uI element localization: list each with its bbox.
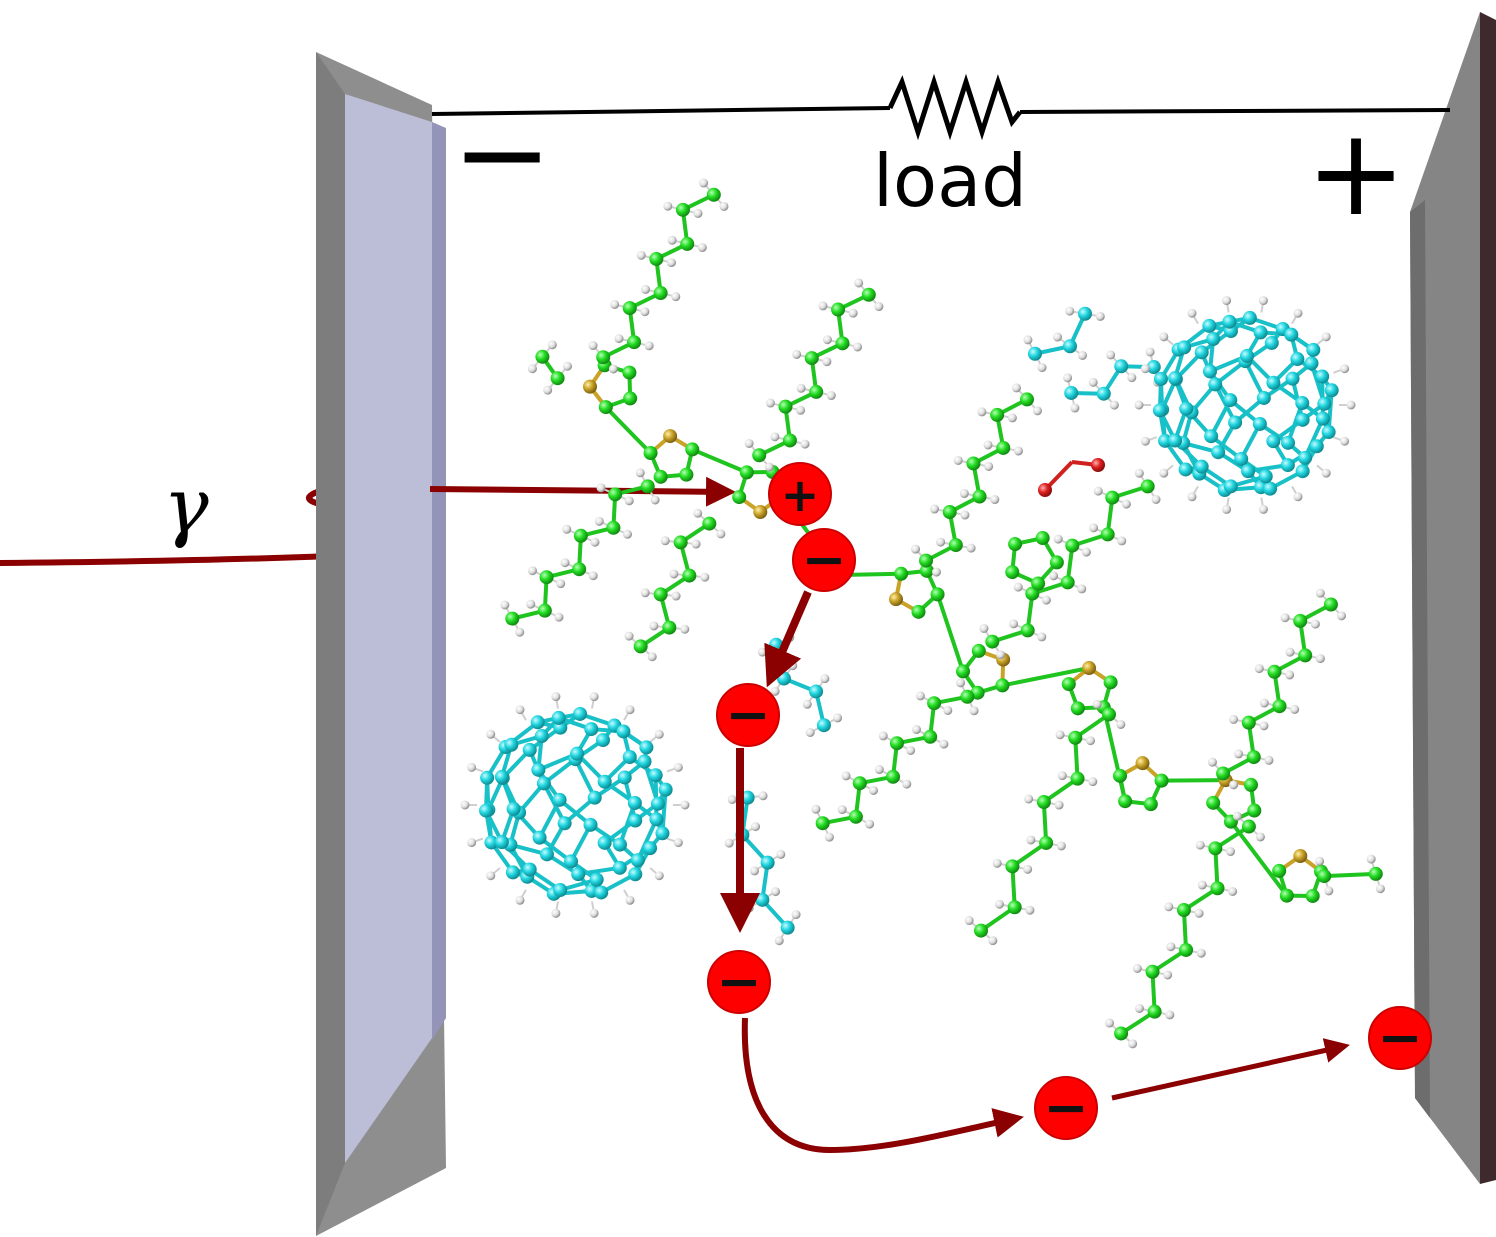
electron-charge-5: − xyxy=(1368,1006,1432,1070)
transfer-arrow-1 xyxy=(764,590,812,688)
svg-text:−: − xyxy=(716,950,761,1013)
external-circuit xyxy=(431,73,1451,141)
electron-charge-2: − xyxy=(716,683,780,747)
cathode-sign-label: + xyxy=(1306,104,1407,243)
molecule-atoms xyxy=(460,178,1385,1049)
electron-charge-3: − xyxy=(707,950,771,1014)
load-resistor-icon xyxy=(887,73,1022,141)
photon-label: γ xyxy=(163,461,209,550)
photon-arrow xyxy=(429,476,736,507)
load-label: load xyxy=(873,139,1027,223)
svg-text:−: − xyxy=(1377,1006,1422,1069)
cathode-electrode xyxy=(1410,12,1496,1184)
electron-charge-4: − xyxy=(1034,1076,1098,1140)
svg-text:−: − xyxy=(725,683,770,746)
electron-charge-1: − xyxy=(792,528,856,592)
svg-text:+: + xyxy=(781,468,820,522)
svg-text:−: − xyxy=(801,528,846,591)
transport-arrow-3 xyxy=(741,1017,1024,1154)
hole-charge: + xyxy=(768,462,832,526)
anode-sign-label: − xyxy=(452,85,553,224)
svg-text:−: − xyxy=(1043,1076,1088,1139)
transport-arrow-4 xyxy=(1111,1038,1350,1101)
charge-transport-arrows xyxy=(720,590,1350,1154)
anode-electrode xyxy=(316,52,446,1236)
charge-carriers: + − − − − − xyxy=(707,462,1432,1140)
